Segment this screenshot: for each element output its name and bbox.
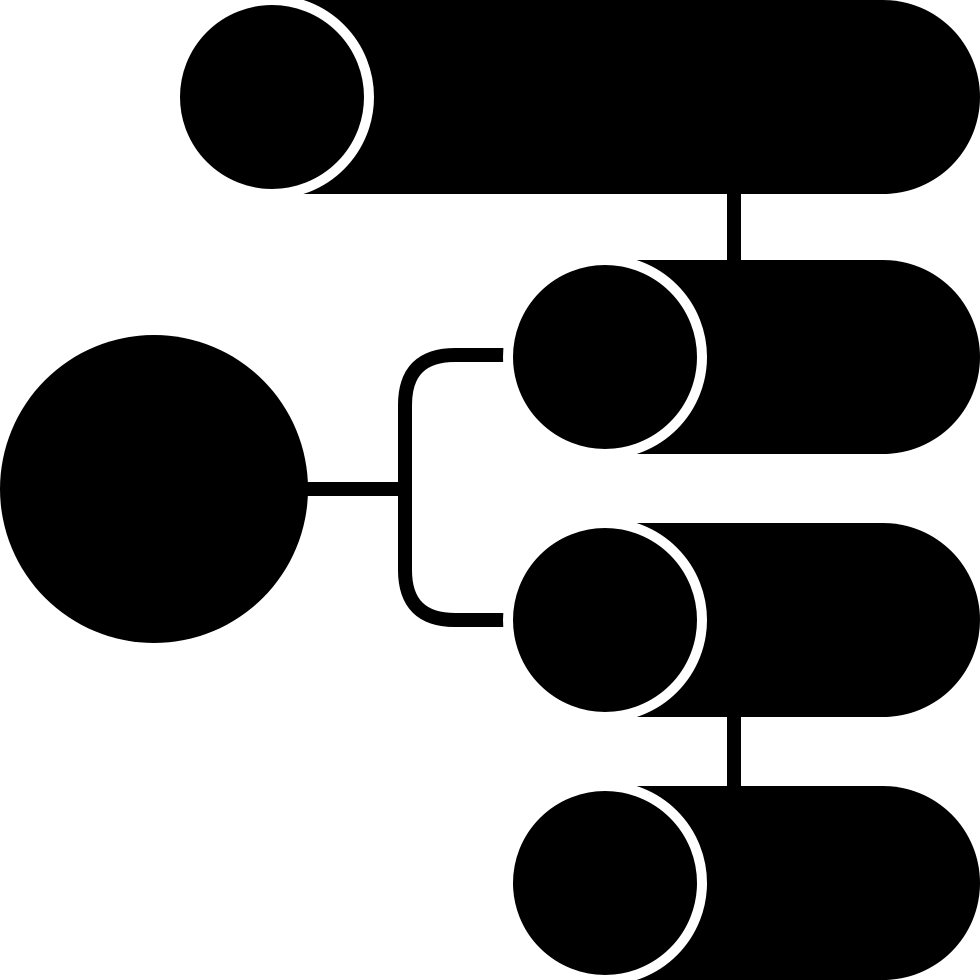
branch-bar-2 <box>503 255 980 459</box>
branch-bar-3-cap <box>503 518 707 722</box>
branch-bar-2-cap <box>503 255 707 459</box>
top-bar-body <box>172 0 980 194</box>
branch-bar-4-cap <box>503 781 707 980</box>
branch-bar-4 <box>503 781 980 980</box>
connector-branch <box>398 348 540 627</box>
top-bar-cap <box>170 0 374 199</box>
connectors <box>300 190 741 792</box>
root-node-circle <box>0 335 308 643</box>
branch-bar-3 <box>503 518 980 722</box>
top-bar <box>170 0 980 199</box>
